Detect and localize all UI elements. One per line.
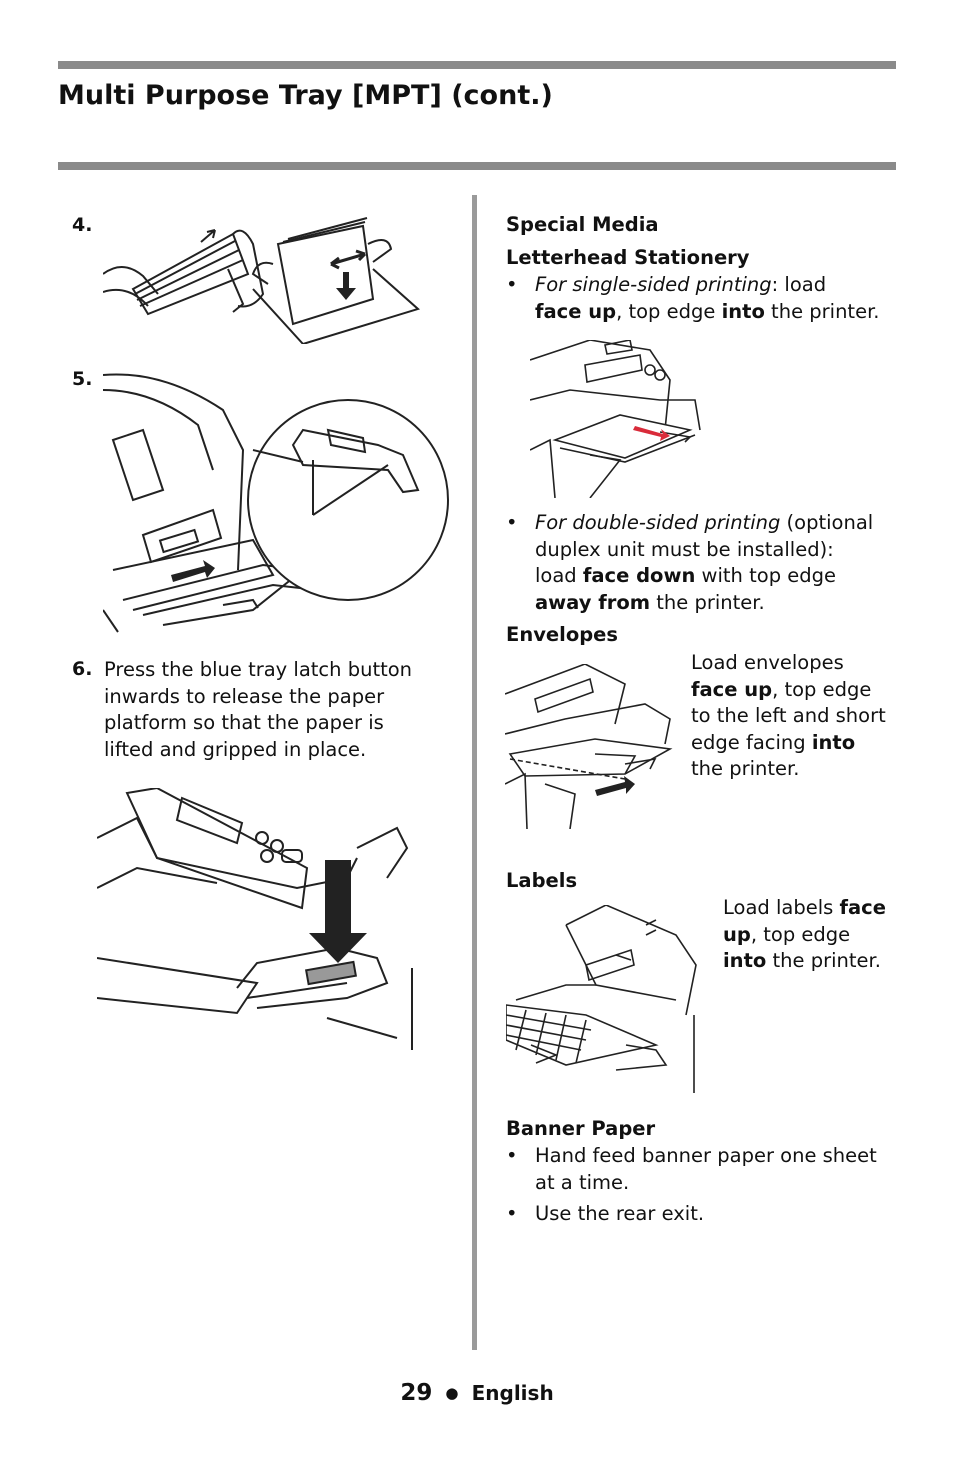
page-footer: 29 ● English bbox=[0, 1380, 954, 1406]
page-number: 29 bbox=[400, 1380, 433, 1406]
top-rule bbox=[58, 61, 896, 69]
letterhead-heading: Letterhead Stationery bbox=[506, 246, 750, 269]
bullet: • bbox=[506, 273, 518, 296]
text: duplex unit must be installed): bbox=[535, 537, 834, 561]
special-media-heading: Special Media bbox=[506, 213, 659, 236]
text: : load bbox=[771, 273, 827, 296]
labels-loading-illustration bbox=[506, 905, 698, 1093]
printer-mpt-illustration bbox=[103, 370, 453, 635]
text: the printer. bbox=[691, 757, 800, 780]
step-5-number: 5. bbox=[72, 368, 93, 390]
envelopes-heading: Envelopes bbox=[506, 623, 619, 646]
fan-paper-illustration bbox=[103, 214, 423, 344]
letterhead-single-sided-item: • For single-sided printing: load face u… bbox=[506, 272, 926, 328]
letterhead-double-sided-item: • For double-sided printing (optional du… bbox=[506, 510, 926, 618]
text: , top edge bbox=[616, 299, 722, 323]
bold-text: up bbox=[723, 922, 751, 946]
banner-rear-exit-item: • Use the rear exit. bbox=[506, 1201, 926, 1229]
bold-text: away from bbox=[535, 590, 651, 614]
text: at a time. bbox=[535, 1170, 630, 1194]
banner-paper-heading: Banner Paper bbox=[506, 1117, 656, 1140]
bold-text: face bbox=[839, 896, 886, 919]
text: , top edge bbox=[750, 922, 851, 946]
step-6-text: Press the blue tray latch button inwards… bbox=[104, 657, 464, 763]
banner-hand-feed-item: • Hand feed banner paper one sheet at a … bbox=[506, 1143, 926, 1197]
text: Use the rear exit. bbox=[535, 1202, 705, 1225]
column-divider bbox=[472, 195, 477, 1350]
text: the printer. bbox=[650, 590, 765, 614]
bold-text: face down bbox=[582, 564, 696, 587]
bold-text: face up bbox=[535, 299, 617, 323]
labels-heading: Labels bbox=[506, 869, 578, 892]
text: , top edge bbox=[772, 677, 872, 701]
step-6-line: Press the blue tray latch button bbox=[104, 658, 413, 681]
italic-text: For double-sided printing bbox=[535, 511, 781, 534]
text: with top edge bbox=[695, 564, 837, 587]
bullet: • bbox=[506, 511, 518, 534]
bold-text: into bbox=[723, 949, 767, 972]
step-6-line: lifted and gripped in place. bbox=[104, 737, 367, 761]
page-title: Multi Purpose Tray [MPT] (cont.) bbox=[58, 80, 553, 111]
text: to the left and short bbox=[691, 704, 886, 727]
footer-language: English bbox=[471, 1381, 554, 1405]
text: (optional bbox=[780, 511, 874, 534]
text: Load envelopes bbox=[691, 651, 844, 674]
bottom-rule bbox=[58, 162, 896, 170]
labels-text: Load labels face up, top edge into the p… bbox=[723, 895, 923, 975]
tray-latch-illustration bbox=[97, 788, 417, 1050]
step-6-line: platform so that the paper is bbox=[104, 711, 384, 734]
text: the printer. bbox=[766, 949, 881, 972]
envelope-loading-illustration bbox=[505, 664, 685, 829]
italic-text: For single-sided printing bbox=[535, 273, 772, 296]
text: edge facing bbox=[691, 730, 812, 754]
bullet: • bbox=[506, 1144, 518, 1167]
footer-separator: ● bbox=[445, 1384, 459, 1402]
step-6-number: 6. bbox=[72, 658, 93, 680]
bold-text: face up bbox=[691, 677, 773, 701]
text: Load labels bbox=[723, 896, 840, 919]
step-4-number: 4. bbox=[72, 214, 93, 236]
letterhead-loading-illustration bbox=[530, 340, 702, 498]
bullet: • bbox=[506, 1202, 518, 1225]
bold-text: into bbox=[721, 299, 765, 323]
text: load bbox=[535, 564, 583, 587]
bold-text: into bbox=[811, 730, 856, 754]
text: the printer. bbox=[764, 299, 880, 323]
envelopes-text: Load envelopes face up, top edge to the … bbox=[691, 650, 906, 783]
step-6-line: inwards to release the paper bbox=[104, 684, 385, 708]
text: Hand feed banner paper one sheet bbox=[535, 1144, 877, 1167]
